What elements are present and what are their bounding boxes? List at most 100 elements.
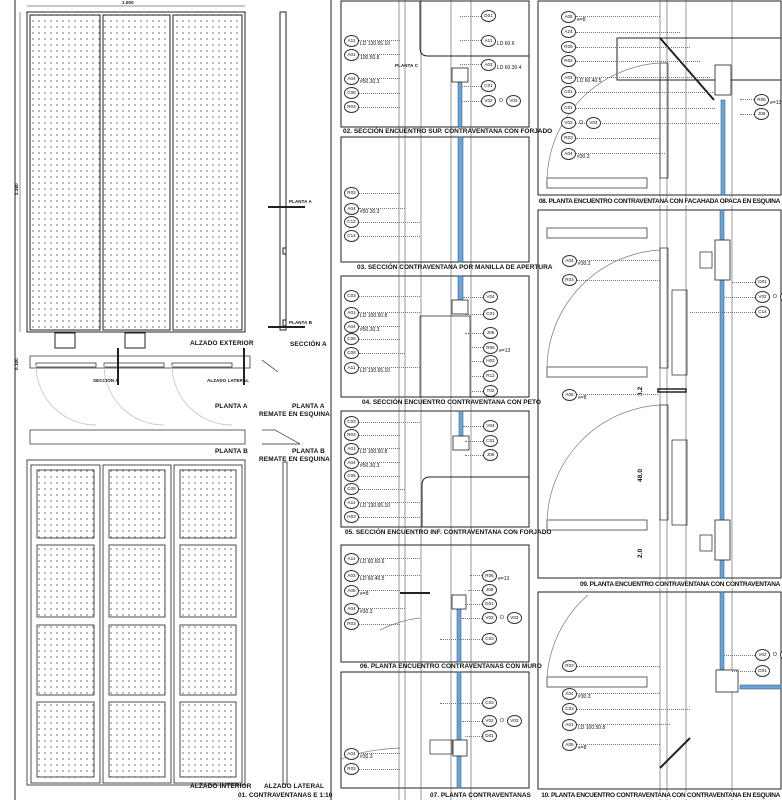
leader-line [470, 347, 483, 348]
tag-code: A05 [344, 584, 359, 597]
leader-line [576, 153, 665, 154]
tag-note: LD 100.50.8 [578, 725, 606, 731]
tag-code: C01 [483, 435, 498, 447]
leader-line [470, 391, 483, 392]
component-tag: A04#50.30.3 [344, 72, 379, 85]
dimension-height: 2.280 [14, 183, 19, 195]
leader-line [470, 376, 483, 377]
component-tag: H02 [483, 355, 498, 367]
component-tag: A24 [561, 26, 576, 38]
seccion-a-label: SECCIÓN A [290, 341, 327, 348]
leader-line [460, 16, 481, 17]
caption-04: 04. SECCIÓN ENCUENTRO CONTRAVENTANA CON … [362, 399, 541, 406]
panel-03-frame [340, 136, 530, 263]
tag-code: J08 [754, 108, 769, 120]
leader-line [359, 296, 420, 297]
planta-a-label: PLANTA A [215, 403, 248, 410]
tag-code: D01 [482, 598, 497, 610]
leader-line [576, 92, 715, 93]
tag-code: A04 [561, 147, 576, 160]
leader-line [359, 558, 420, 559]
caption-05: 05. SECCIÓN ENCUENTRO INF. CONTRAVENTANA… [345, 529, 552, 536]
leader-line [577, 260, 660, 261]
component-tag: D01 [481, 10, 496, 22]
component-tag: R12 [483, 370, 498, 382]
tag-note: LD 130.65.10 [360, 41, 391, 47]
leader-line [359, 54, 400, 55]
tag-note: LD 60.40.5 [577, 78, 602, 84]
leader-line [359, 339, 400, 340]
tag-code: R06 [483, 341, 498, 354]
tag-code: A03 [561, 71, 576, 84]
tag-code: C08 [344, 347, 359, 359]
tag-code: R03 [344, 618, 359, 630]
component-tag: A04#30.3 [562, 687, 591, 700]
leader-line [465, 333, 483, 334]
tag-note: LD 60.30.4 [497, 65, 522, 71]
component-tag: C01 [483, 435, 498, 447]
tag-note: e=8 [577, 17, 586, 23]
component-tag: A04#30.3 [344, 602, 373, 615]
seccion-a-drawing [268, 11, 305, 331]
tag-note: e=13 [498, 576, 510, 582]
component-tag: C06 [344, 333, 359, 345]
tag-code: C14 [755, 306, 770, 318]
tag-note: e=13 [499, 348, 511, 354]
slab [421, 476, 530, 528]
tag-code: A11 [344, 552, 359, 565]
tag-code: D01 [755, 276, 770, 288]
tag-code: V04 [483, 420, 498, 432]
panel-02-frame [340, 0, 530, 128]
leader-line [463, 297, 483, 298]
tag-note: #30.3 [360, 609, 373, 615]
tag-code: A11 [344, 34, 359, 47]
component-tag: D01 [755, 276, 770, 288]
leader-line [359, 753, 400, 754]
planta-b-drawing [29, 429, 301, 445]
leader-line [577, 666, 660, 667]
tag-note: #30.3 [360, 754, 373, 760]
tag-code: R03 [562, 660, 577, 672]
component-tag: R03 [562, 660, 577, 672]
component-tag: C08 [344, 347, 359, 359]
tag-code: A05 [562, 388, 577, 401]
tag-code: C14 [344, 230, 359, 242]
tag-note: #50.30.3 [360, 79, 380, 85]
opaque-facade [616, 37, 782, 81]
planta-a-remate-label: PLANTA A [292, 403, 325, 410]
leader-line [359, 236, 420, 237]
tag-code: C06 [344, 470, 359, 482]
component-tag: A04#50.30.3 [344, 456, 379, 469]
leader-line [460, 40, 481, 41]
tag-or: O [499, 98, 503, 104]
component-tag: T02 [483, 385, 498, 397]
leader-line [359, 40, 400, 41]
leader-line [359, 422, 420, 423]
leader-line [359, 353, 405, 354]
tag-code: C01 [561, 86, 576, 98]
leader-line [576, 32, 680, 33]
caption-09: 09. PLANTA ENCUENTRO CONTRAVENTANA CON C… [580, 581, 780, 588]
tag-code: V02 [755, 291, 770, 303]
leader-line [577, 744, 660, 745]
tag-code-alt: V03 [506, 612, 522, 624]
caption-02: 02. SECCIÓN ENCUENTRO SUP. CONTRAVENTANA… [343, 128, 553, 135]
tag-note: e=8 [578, 745, 587, 751]
leader-line [440, 639, 482, 640]
tag-note: 100.50.8 [360, 55, 380, 61]
leader-line [576, 47, 690, 48]
tag-code: C01 [481, 80, 496, 92]
leader-line [359, 575, 420, 576]
leader-line [576, 16, 660, 17]
leader-line [359, 78, 400, 79]
planta-b-marker: PLANTA B [289, 320, 313, 325]
component-tag: R03 [344, 763, 359, 775]
leader-line [359, 208, 405, 209]
tag-code: C03 [562, 703, 577, 715]
tag-code: J08 [482, 584, 497, 596]
leader-line [690, 312, 755, 313]
caption-03: 03. SECCIÓN CONTRAVENTANA POR MANILLA DE… [357, 264, 553, 271]
